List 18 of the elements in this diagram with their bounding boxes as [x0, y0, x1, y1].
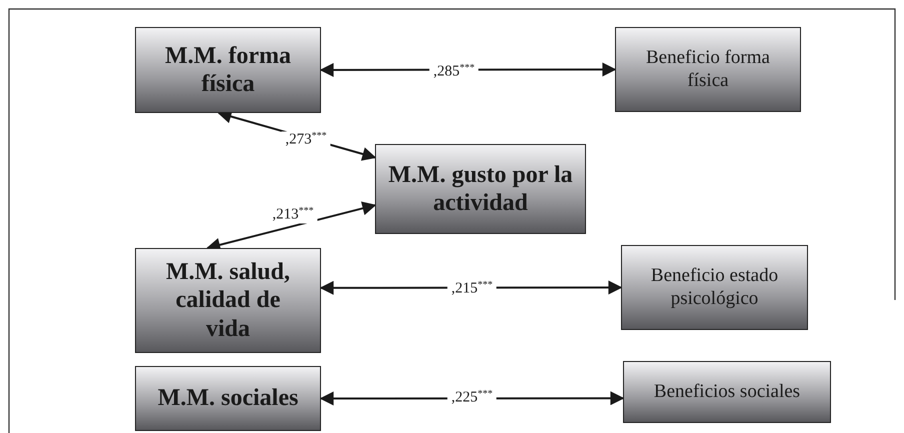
construct-box: [623, 361, 831, 423]
node-label: M.M. salud, calidad de vida: [164, 258, 291, 343]
edge-label: ,225$^{***}$: [447, 390, 497, 406]
node-label: M.M. forma física: [164, 42, 292, 98]
construct-box: [615, 27, 801, 112]
node-label: M.M. sociales: [158, 384, 298, 413]
edge-label: ,273$^{***}$: [281, 132, 331, 148]
construct-box: [135, 27, 321, 113]
construct-box: [135, 248, 321, 353]
edge-label: ,215$^{***}$: [447, 280, 497, 298]
construct-box: [621, 245, 808, 330]
edge-label: ,285$^{***}$: [429, 64, 479, 80]
node-label: Beneficio estado psicológico: [650, 265, 780, 310]
node-label: Beneficios sociales: [654, 380, 800, 404]
node-label: M.M. gusto por la actividad: [387, 160, 574, 218]
node-label: Beneficio forma física: [645, 47, 771, 92]
construct-box: [135, 366, 321, 431]
construct-box: [375, 144, 586, 234]
